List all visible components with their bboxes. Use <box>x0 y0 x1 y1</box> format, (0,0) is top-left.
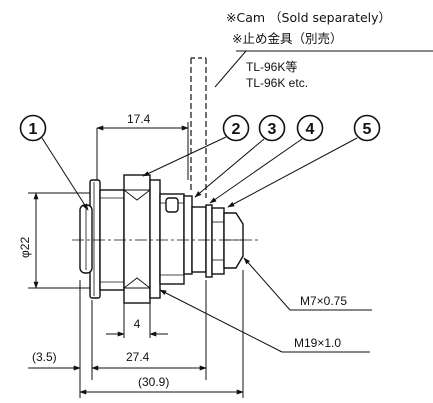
dimension-4: 4 <box>106 300 168 338</box>
callout-2-number: 2 <box>232 121 241 138</box>
callout-4: 4 <box>209 114 324 204</box>
thread-large-label: M19×1.0 <box>294 336 341 350</box>
dim-overall-label: (30.9) <box>138 375 169 389</box>
callout-3-number: 3 <box>268 121 277 138</box>
dimension-row-2: (30.9) <box>79 375 244 395</box>
dim-diameter-label: φ22 <box>18 237 32 258</box>
dim-front-offset-label: (3.5) <box>32 350 57 364</box>
dim-27-4-label: 27.4 <box>126 350 150 364</box>
thread-callout-large: M19×1.0 <box>159 289 370 353</box>
lock-body <box>79 174 244 304</box>
thread-small-label: M7×0.75 <box>300 294 347 308</box>
thread-callout-small: M7×0.75 <box>243 257 372 311</box>
callout-1: 1 <box>19 114 89 211</box>
callout-1-number: 1 <box>29 121 38 138</box>
callout-5: 5 <box>227 114 381 208</box>
callout-3: 3 <box>194 114 286 198</box>
dim-4-label: 4 <box>134 317 141 331</box>
cam-outline <box>190 57 207 198</box>
dimension-diameter: φ22 <box>18 192 92 289</box>
dimension-17-4: 17.4 <box>96 112 189 180</box>
callout-4-number: 4 <box>306 121 315 138</box>
part-note-en: TL-96K etc. <box>246 76 308 90</box>
callout-2: 2 <box>142 114 250 177</box>
part-note-ja: TL-96K等 <box>246 60 297 74</box>
cam-note-en: ※Cam （Sold separately） <box>226 10 391 25</box>
callout-5-number: 5 <box>363 121 372 138</box>
cam-note-ja: ※止め金具（別売） <box>232 31 342 46</box>
dim-17-4-label: 17.4 <box>127 112 151 126</box>
note-leader <box>214 50 247 88</box>
dimension-row-1: (3.5) 27.4 <box>28 350 207 371</box>
